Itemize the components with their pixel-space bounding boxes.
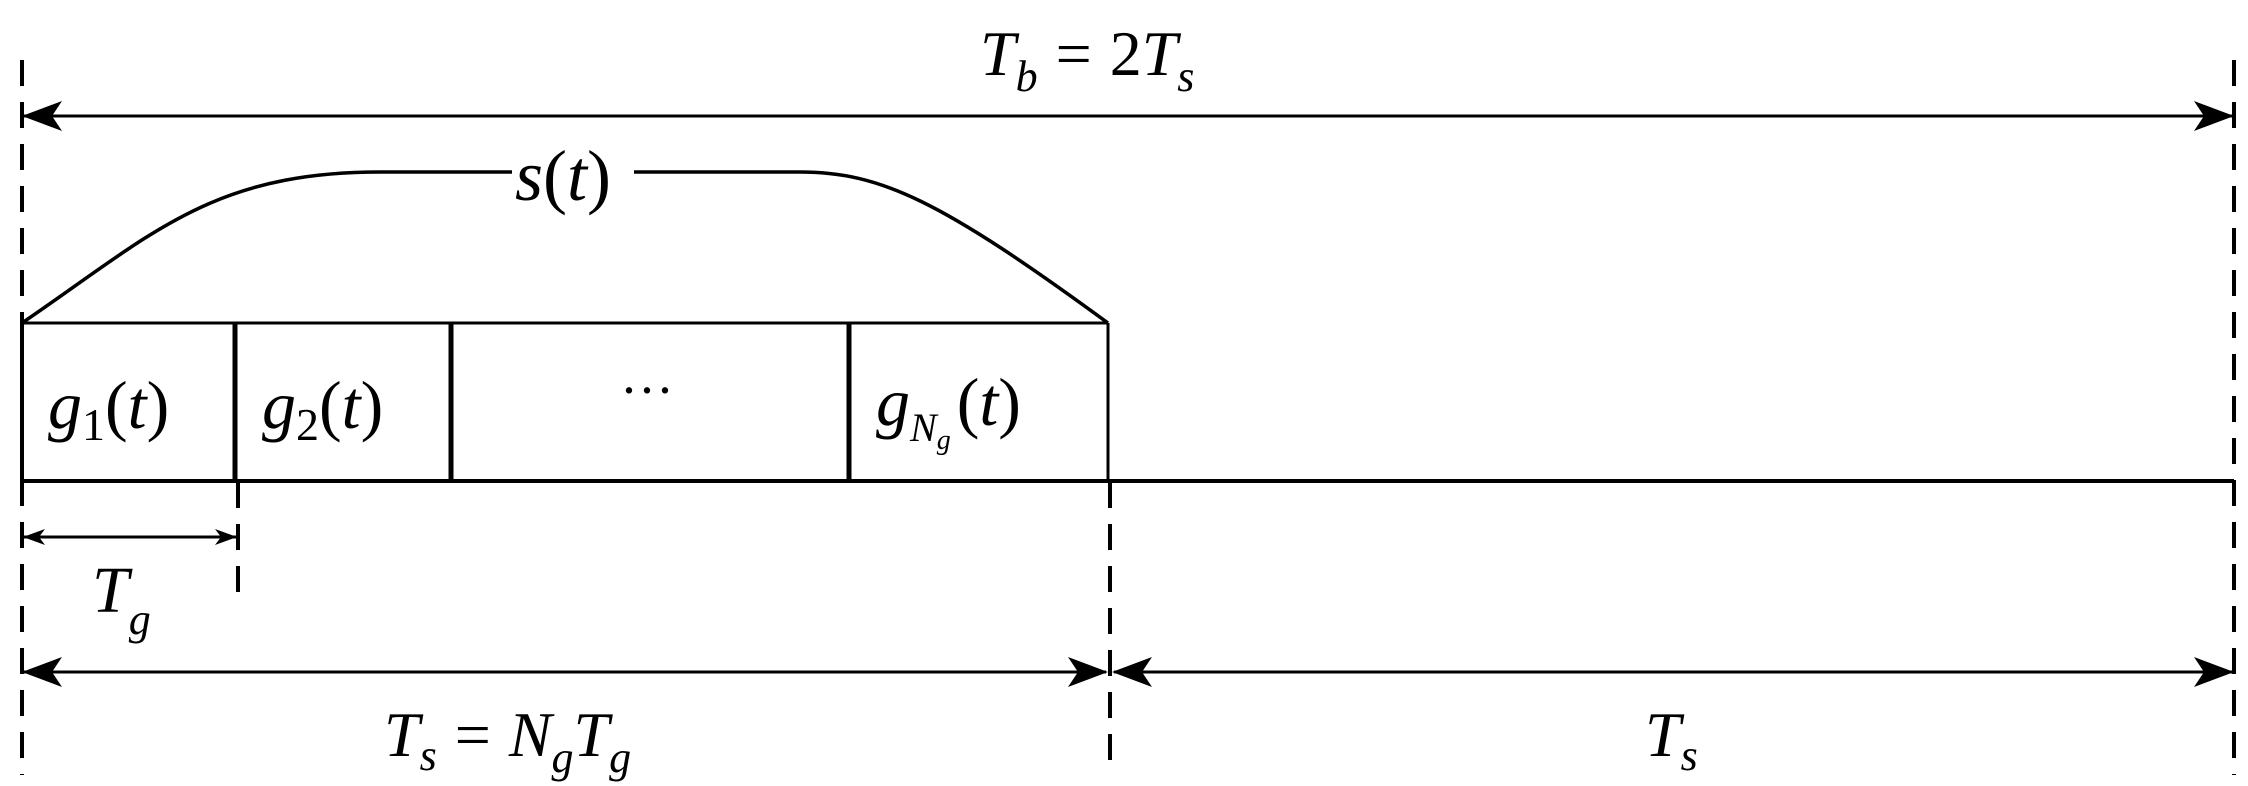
second-half-label: Ts [1645, 699, 1698, 780]
signal-envelope-curve [21, 170, 1110, 325]
segment-period-label: Tg [92, 554, 151, 644]
segment-ellipsis: ··· [620, 360, 674, 420]
segment-label-1: g1(t) [48, 367, 169, 450]
segment-label-2: g2(t) [262, 367, 383, 450]
bit-period-label: Tb=2Ts [980, 18, 1194, 101]
segment-label-last: gNg(t) [876, 364, 1021, 456]
segment-boxes [20, 321, 2234, 483]
symbol-period-label: Ts=NgTg [384, 699, 631, 782]
signal-label: s(t) [515, 136, 611, 216]
